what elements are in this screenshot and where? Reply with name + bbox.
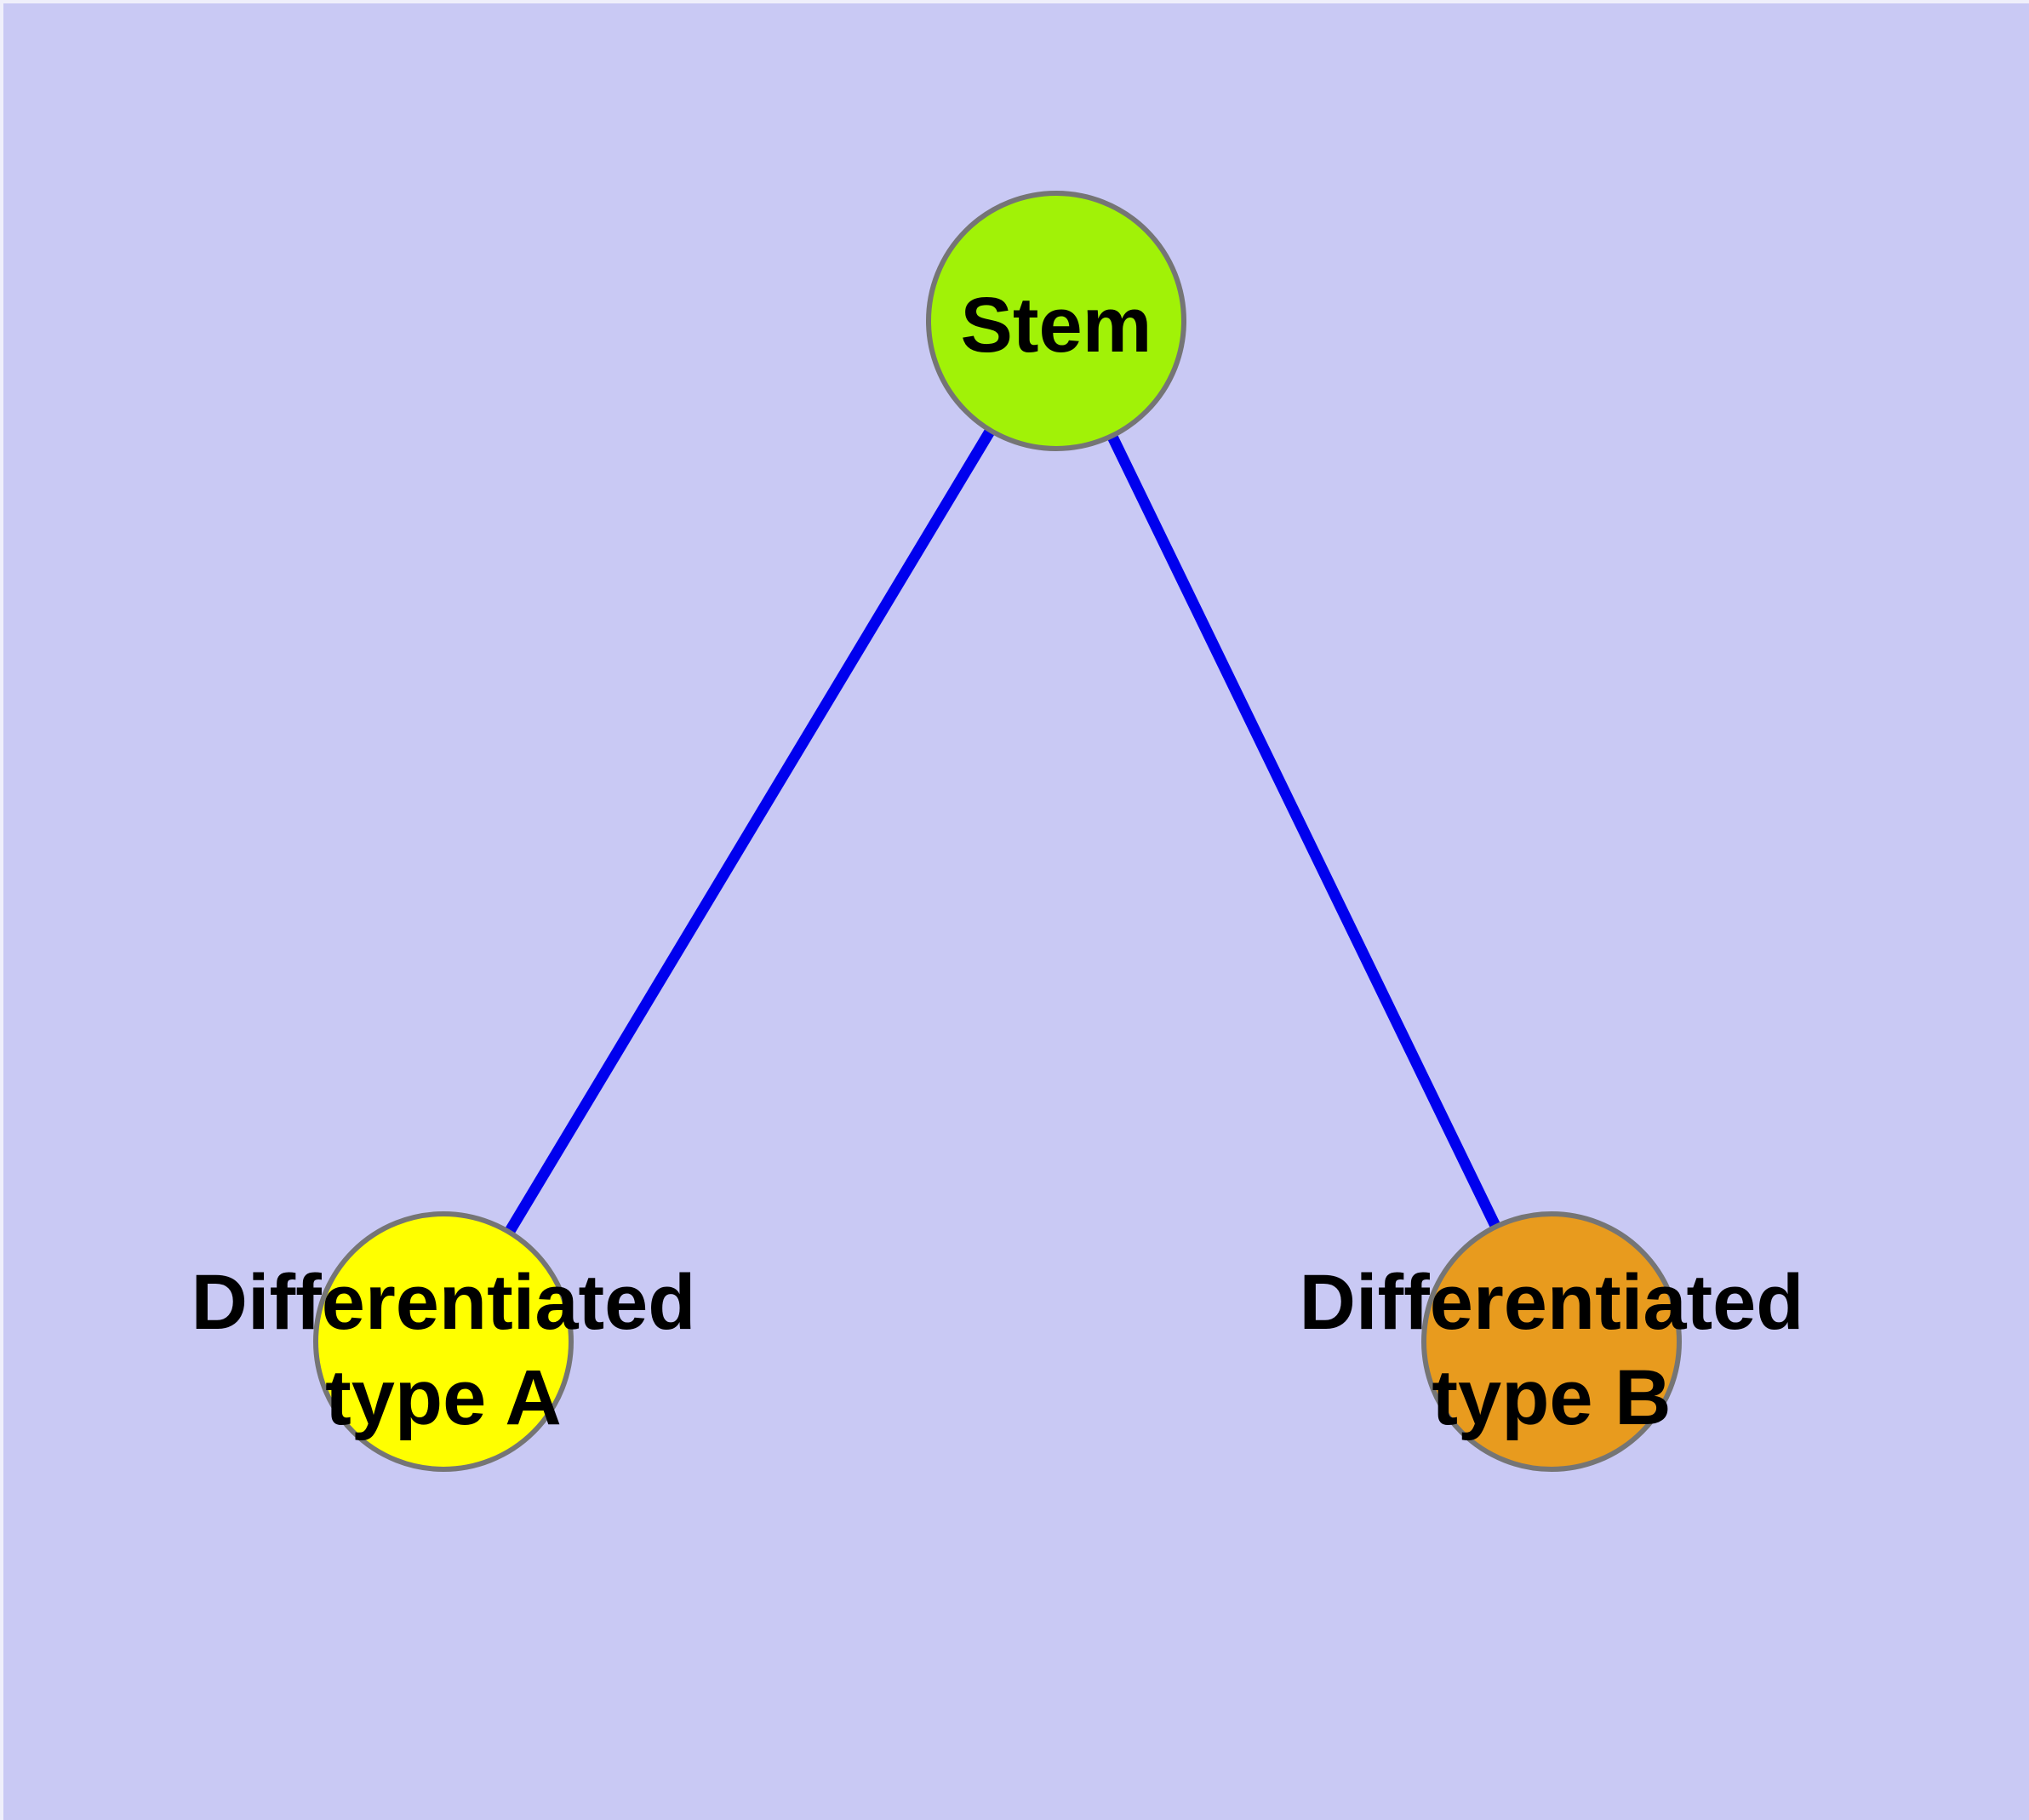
node-differentiated-type-b: Differentiated type B [1300,1211,1804,1472]
top-margin-strip [0,0,2029,3]
type-b-node-label-line2: type B [1432,1354,1671,1441]
edge-stem-to-type-a [438,318,1061,1345]
stem-node-circle [926,191,1186,451]
left-margin-strip [0,0,3,1820]
node-stem: Stem [926,191,1186,451]
edge-stem-to-type-b [1051,318,1557,1344]
type-a-node-circle [313,1211,574,1472]
stem-node-label: Stem [961,282,1152,369]
type-a-node-label-line1: Differentiated [191,1259,696,1346]
type-b-node-label-line1: Differentiated [1300,1259,1804,1346]
type-b-node-circle [1421,1211,1682,1472]
type-a-node-label-line2: type A [325,1354,562,1441]
node-differentiated-type-a: Differentiated type A [191,1211,696,1472]
